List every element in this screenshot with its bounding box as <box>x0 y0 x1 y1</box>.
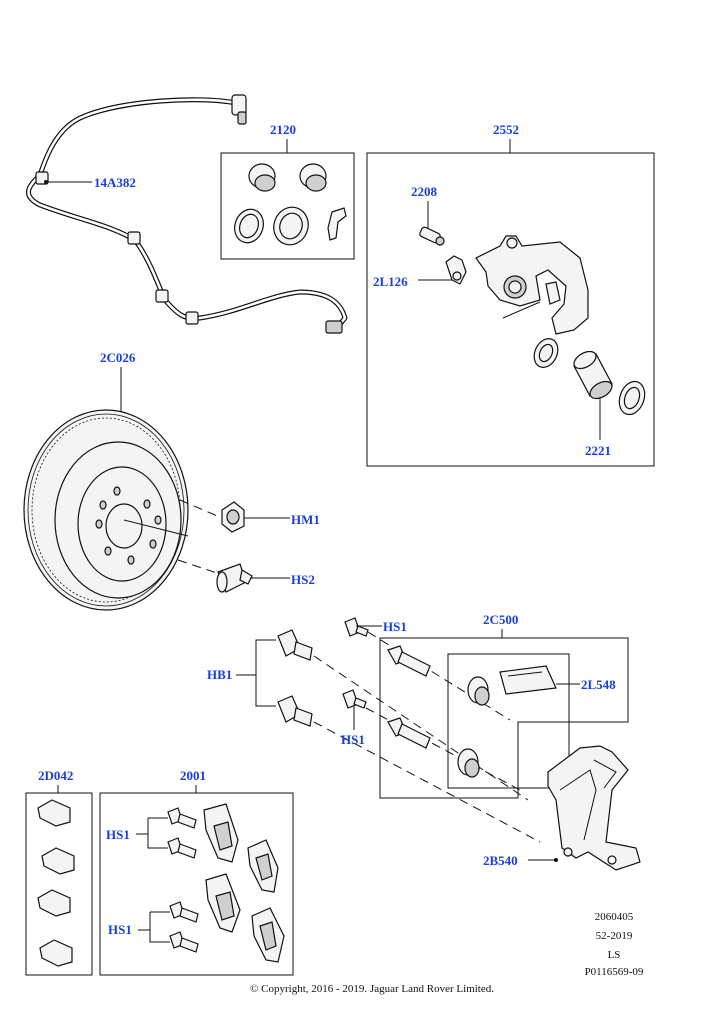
brake-pad[interactable] <box>251 907 285 963</box>
piston-seal[interactable] <box>269 202 314 249</box>
caliper-kit-frame <box>366 152 655 467</box>
brake-pad[interactable] <box>203 803 239 863</box>
dust-boot[interactable] <box>615 378 649 418</box>
brake-hose-bracket[interactable] <box>445 255 467 285</box>
carrier-kit-frame <box>379 637 629 799</box>
brake-pad[interactable] <box>205 873 241 933</box>
pad-bolt[interactable] <box>167 807 197 829</box>
seal-ring[interactable] <box>230 205 268 247</box>
guide-pin-bushing[interactable] <box>248 163 276 192</box>
callout-2b540[interactable]: 2B540 <box>483 853 518 868</box>
pad-bolt[interactable] <box>169 901 199 923</box>
callout-hs1-pad-b[interactable]: HS1 <box>108 922 132 937</box>
pad-bolt[interactable] <box>169 931 199 953</box>
clip-kit-frame <box>25 792 93 976</box>
callout-14a382[interactable]: 14A382 <box>94 175 136 190</box>
brake-pad[interactable] <box>247 839 279 893</box>
callout-hm1[interactable]: HM1 <box>291 512 320 527</box>
anti-rattle-shim[interactable] <box>499 665 557 695</box>
callout-hs1-pad-a[interactable]: HS1 <box>106 827 130 842</box>
callout-hs1-top[interactable]: HS1 <box>383 619 407 634</box>
guide-clip[interactable] <box>327 207 347 241</box>
shim-kit-frame <box>447 653 570 789</box>
pad-retaining-clip[interactable] <box>39 939 73 967</box>
reference-line-1: 2060405 <box>595 911 634 923</box>
callout-hs2[interactable]: HS2 <box>291 572 315 587</box>
guide-pin[interactable] <box>387 717 431 749</box>
callout-hb1[interactable]: HB1 <box>207 667 232 682</box>
piston-seal[interactable] <box>530 335 563 371</box>
pad-retaining-clip[interactable] <box>37 889 71 917</box>
callout-2120[interactable]: 2120 <box>270 122 296 137</box>
caliper-carrier[interactable] <box>547 745 641 871</box>
caliper-mounting-bolt[interactable] <box>277 629 313 661</box>
bushing-kit-frame <box>220 152 355 260</box>
guide-pin-bushing[interactable] <box>299 163 327 192</box>
guide-pin[interactable] <box>387 645 431 677</box>
caliper-piston[interactable] <box>571 348 615 402</box>
callout-2552[interactable]: 2552 <box>493 122 519 137</box>
callout-2221[interactable]: 2221 <box>585 443 611 458</box>
callout-2l548[interactable]: 2L548 <box>581 677 616 692</box>
reference-line-4: P0116569-09 <box>585 966 644 978</box>
abs-sensor-wire[interactable] <box>26 94 348 334</box>
guide-bushing[interactable] <box>467 676 490 706</box>
pad-retaining-clip[interactable] <box>41 847 75 875</box>
copyright-notice: © Copyright, 2016 - 2019. Jaguar Land Ro… <box>250 983 494 995</box>
callout-2c500[interactable]: 2C500 <box>483 612 518 627</box>
brake-caliper[interactable] <box>475 235 589 335</box>
callout-2c026[interactable]: 2C026 <box>100 350 136 365</box>
pad-bolt[interactable] <box>167 837 197 859</box>
callout-2001[interactable]: 2001 <box>180 768 206 783</box>
caliper-mounting-bolt[interactable] <box>277 695 313 727</box>
guide-pin-bolt[interactable] <box>344 617 369 637</box>
callout-2l126[interactable]: 2L126 <box>373 274 408 289</box>
pad-kit-frame <box>99 792 294 976</box>
guide-bushing[interactable] <box>457 748 480 778</box>
wheel-nut-hm1[interactable] <box>221 501 245 533</box>
bleed-screw[interactable] <box>419 226 445 246</box>
callout-2208[interactable]: 2208 <box>411 184 438 199</box>
brake-disc[interactable] <box>23 409 189 611</box>
reference-line-2: 52-2019 <box>596 930 633 942</box>
callout-2d042[interactable]: 2D042 <box>38 768 73 783</box>
pad-retaining-clip[interactable] <box>37 799 71 827</box>
disc-retaining-screw-hs2[interactable] <box>216 563 253 593</box>
callout-hs1-mid[interactable]: HS1 <box>341 732 365 747</box>
reference-line-3: LS <box>608 949 621 961</box>
guide-pin-bolt[interactable] <box>342 689 367 709</box>
